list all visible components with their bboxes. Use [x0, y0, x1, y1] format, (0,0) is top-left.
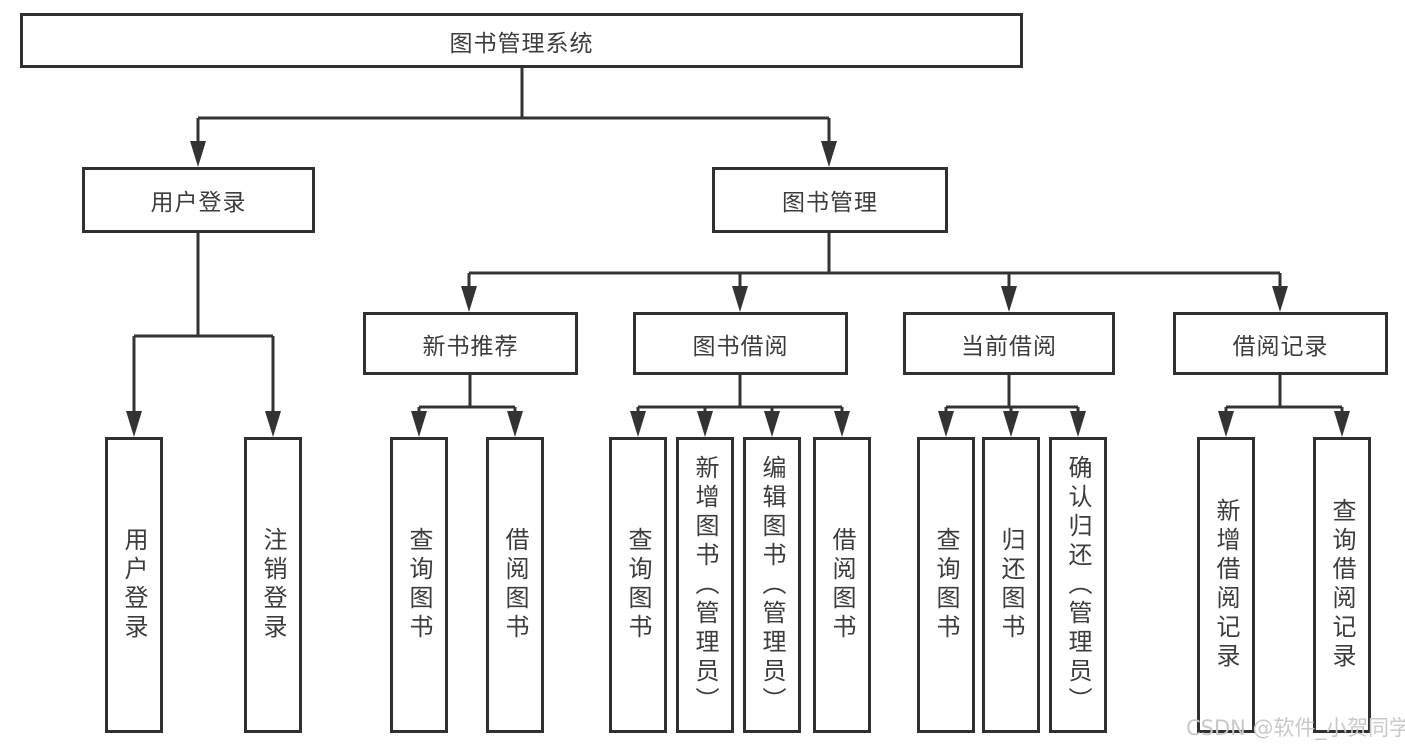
connector-current-to-leaves	[938, 375, 1086, 437]
leaf-edit-books-admin: 编辑图书（管理员）	[743, 437, 801, 733]
node-book-borrowing: 图书借阅	[633, 312, 848, 375]
connector-manage-to-level3	[461, 233, 1288, 312]
node-user-login: 用户登录	[82, 167, 315, 233]
node-new-book-recommendation: 新书推荐	[363, 312, 578, 375]
connector-newbooks-to-leaves	[411, 375, 523, 437]
leaf-borrow-books: 借阅图书	[486, 437, 544, 733]
node-library-management-system: 图书管理系统	[20, 13, 1023, 68]
connector-records-to-leaves	[1218, 375, 1350, 437]
leaf-return-books: 归还图书	[982, 437, 1040, 733]
leaf-confirm-return-admin: 确认归还（管理员）	[1049, 437, 1107, 733]
connector-login-to-leaves	[126, 233, 281, 437]
node-book-management: 图书管理	[712, 167, 948, 233]
leaf-user-login: 用户登录	[105, 437, 163, 733]
node-borrowing-records: 借阅记录	[1173, 312, 1388, 375]
leaf-add-borrow-record: 新增借阅记录	[1197, 437, 1255, 733]
connector-root-to-level2	[190, 68, 837, 167]
leaf-add-books-admin: 新增图书（管理员）	[676, 437, 734, 733]
node-current-borrowing: 当前借阅	[903, 312, 1115, 375]
connector-bookborrow-to-leaves	[630, 375, 850, 437]
leaf-logout: 注销登录	[244, 437, 302, 733]
leaf-query-books: 查询图书	[390, 437, 448, 733]
leaf-borrow-books: 借阅图书	[813, 437, 871, 733]
leaf-query-books: 查询图书	[609, 437, 667, 733]
leaf-query-books: 查询图书	[917, 437, 975, 733]
leaf-query-borrow-record: 查询借阅记录	[1313, 437, 1371, 733]
